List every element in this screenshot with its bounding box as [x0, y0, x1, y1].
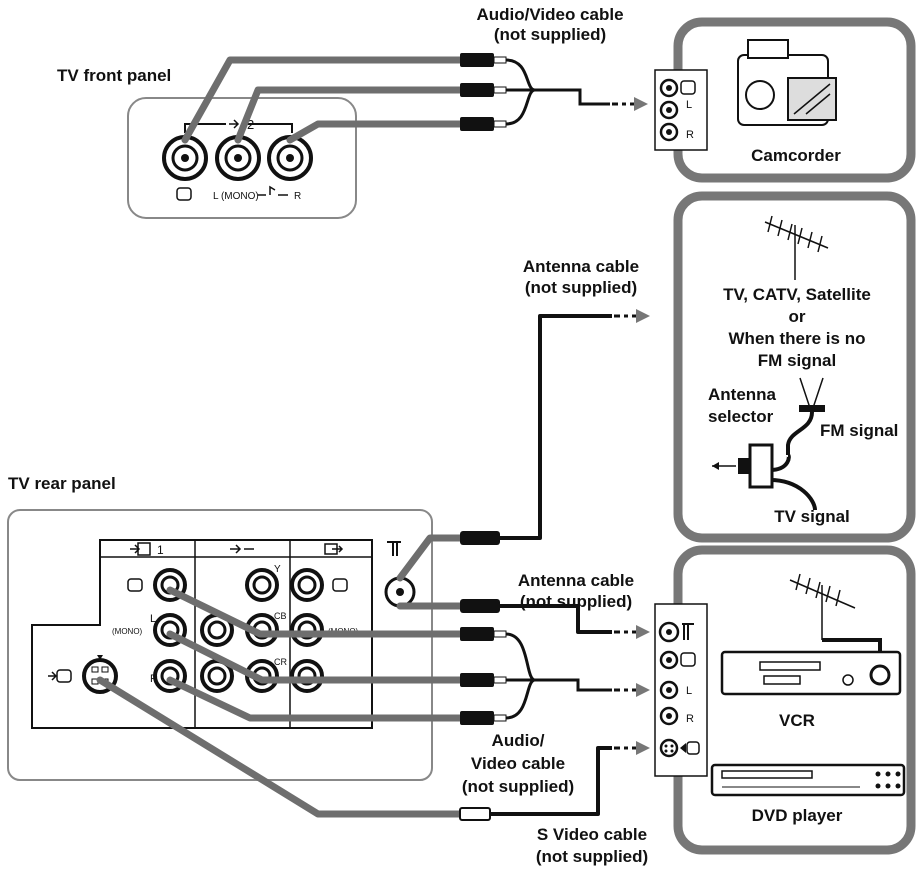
antenna-1-arrow — [636, 309, 650, 323]
camcorder-video-jack — [659, 78, 696, 98]
rear-mid-l-jack — [200, 613, 234, 647]
front-audio-l-cable — [234, 86, 466, 144]
front-audio-r-jack — [267, 135, 313, 181]
camcorder-arrow — [634, 97, 648, 111]
s-video-cable — [490, 746, 612, 816]
antenna-selector-line2: selector — [708, 407, 774, 426]
camcorder-audio-l-jack — [659, 100, 679, 120]
dvd-player-label: DVD player — [752, 806, 843, 825]
camcorder-illustration — [737, 39, 837, 126]
front-mono-label: L (MONO) — [213, 191, 259, 202]
av-cable-bottom-line3: (not supplied) — [462, 777, 574, 796]
front-video-cable — [181, 56, 466, 144]
tv-front-panel-label: TV front panel — [57, 66, 171, 85]
rear-video-mark-icon — [127, 578, 143, 592]
vcr-audio-l-jack — [659, 680, 679, 700]
s-video-cable-line2: (not supplied) — [536, 847, 648, 866]
rear-mono-left: (MONO) — [112, 627, 143, 636]
camcorder-label: Camcorder — [751, 146, 841, 165]
s-video-plug — [459, 807, 491, 821]
antenna-cable-1 — [500, 314, 612, 540]
av-cable-bottom-line1: Audio/ — [492, 731, 545, 750]
vcr-antenna-icon — [789, 573, 882, 665]
s-video-arrow — [636, 741, 650, 755]
vcr-label: VCR — [779, 711, 815, 730]
rear-out-l-jack — [290, 613, 324, 647]
vcr-video-jack — [659, 650, 696, 670]
rear-l-mark: L — [150, 613, 156, 625]
rear-audio-l-cable — [166, 630, 466, 684]
vcr-av-arrow — [636, 683, 650, 697]
antenna-cable-2-line1: Antenna cable — [518, 571, 634, 590]
vcr-av-cable — [505, 632, 612, 720]
rear-out-video-jack — [290, 568, 324, 602]
rear-out-video-mark-icon — [332, 578, 348, 592]
rear-out-r-jack — [290, 659, 324, 693]
dvd-player-illustration — [710, 763, 906, 797]
antenna-source-line3: When there is no — [729, 329, 866, 348]
av-cable-bottom-line2: Video cable — [471, 754, 565, 773]
rear-input-icon — [130, 542, 151, 556]
rear-mid-r-jack — [200, 659, 234, 693]
antenna-icon — [764, 215, 829, 280]
antenna-source-line2: or — [789, 307, 806, 326]
camcorder-av-cable — [505, 58, 610, 126]
rear-av-plugs — [460, 627, 507, 725]
tv-rear-panel-label: TV rear panel — [8, 474, 116, 493]
rear-output-icon — [324, 543, 344, 555]
vcr-illustration — [720, 650, 902, 696]
antenna-cable-1-line1: Antenna cable — [523, 257, 639, 276]
antenna-selector-device — [712, 377, 825, 511]
camcorder-r-mark: R — [686, 129, 694, 141]
antenna-source-line4: FM signal — [758, 351, 836, 370]
vcr-audio-r-jack — [659, 706, 679, 726]
rear-cr-mark: CR — [274, 657, 287, 667]
antenna-cable-1-line2: (not supplied) — [525, 278, 637, 297]
front-r-label: R — [294, 191, 301, 202]
rear-video-cable — [166, 586, 466, 638]
fm-signal-label: FM signal — [820, 421, 898, 440]
rear-y-jack — [245, 568, 279, 602]
rear-r-mark: R — [150, 673, 158, 685]
camcorder-l-mark: L — [686, 99, 692, 111]
rear-input-number: 1 — [157, 543, 164, 557]
antenna-cable-2 — [500, 604, 612, 634]
antenna-cable-1-plug — [460, 531, 500, 545]
vcr-s-video-jack — [659, 738, 700, 758]
rear-component-icon — [230, 544, 254, 554]
vcr-dvd-box — [673, 545, 916, 855]
tv-signal-label: TV signal — [774, 507, 850, 526]
antenna-cable-2-line2: (not supplied) — [520, 592, 632, 611]
vcr-l-mark: L — [686, 685, 692, 697]
front-input-number: 2 — [247, 117, 254, 132]
rear-audio-r-cable — [166, 676, 466, 722]
s-video-cable-line1: S Video cable — [537, 825, 647, 844]
antenna-cable-1-gray — [396, 534, 466, 582]
antenna-cable-2-plug — [460, 599, 500, 613]
front-video-mark-icon — [176, 187, 192, 201]
antenna-source-line1: TV, CATV, Satellite — [723, 285, 871, 304]
front-av-plugs — [460, 53, 507, 131]
front-audio-r-cable — [286, 120, 466, 144]
camcorder-audio-r-jack — [659, 122, 679, 142]
av-cable-top-line2: (not supplied) — [494, 25, 606, 44]
rear-cb-mark: CB — [274, 611, 287, 621]
vcr-antenna-jack — [658, 621, 694, 643]
vcr-r-mark: R — [686, 713, 694, 725]
rear-y-mark: Y — [274, 564, 281, 575]
av-cable-top-line1: Audio/Video cable — [476, 5, 623, 24]
antenna-selector-line1: Antenna — [708, 385, 777, 404]
antenna-2-arrow — [636, 625, 650, 639]
antenna-source-box — [673, 191, 916, 543]
s-video-cable-gray — [96, 676, 466, 818]
